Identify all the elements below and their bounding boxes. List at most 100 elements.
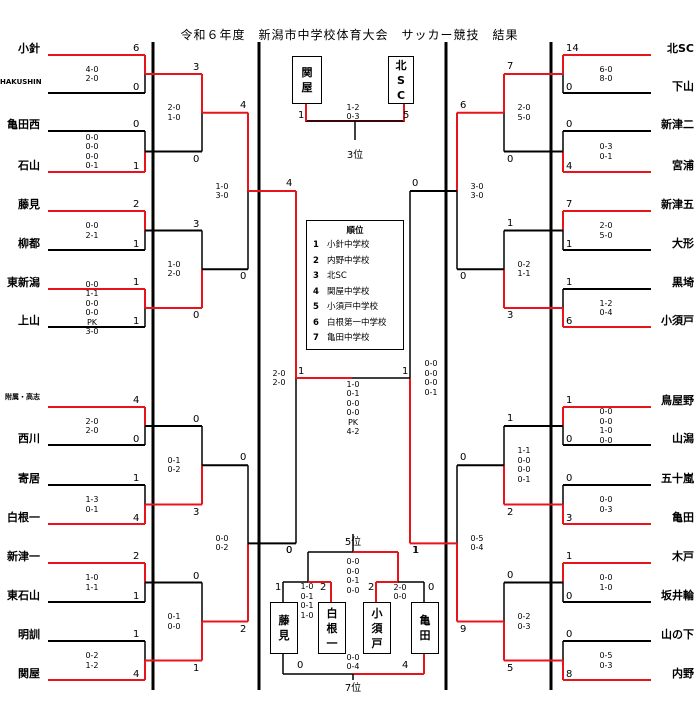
team-name-right: 山潟 bbox=[672, 432, 694, 445]
team-name-right: 亀田 bbox=[672, 511, 694, 524]
round3-score: 6 bbox=[460, 99, 467, 111]
third-place-score: 5 bbox=[403, 110, 410, 121]
fifth-semi-right-a-team: 小須戸 bbox=[371, 606, 383, 650]
round3-score: 0 bbox=[240, 452, 247, 464]
team-name-left: 東石山 bbox=[7, 589, 40, 602]
team-name-right: 山の下 bbox=[661, 628, 694, 641]
team-score: 2 bbox=[133, 551, 140, 562]
fifth-semi-score: 2 bbox=[320, 582, 327, 593]
team-score: 1 bbox=[566, 277, 573, 288]
team-name-right: 五十嵐 bbox=[661, 472, 694, 485]
team-score: 1 bbox=[133, 629, 140, 640]
ranking-rank: 2 bbox=[313, 255, 319, 266]
semi-score: 4 bbox=[286, 178, 293, 189]
team-score: 7 bbox=[566, 199, 573, 210]
fifth-semi-left-b-team: 白根一 bbox=[326, 606, 338, 650]
fifth-place-score: 0 bbox=[286, 545, 293, 556]
fifth-place-label: 5位 bbox=[344, 537, 362, 548]
team-name-left: 明訓 bbox=[18, 628, 40, 641]
round2-score: 5 bbox=[507, 662, 514, 674]
team-score: 1 bbox=[133, 591, 140, 602]
team-name-left: 藤見 bbox=[18, 198, 40, 211]
fifth-semi-score: 1 bbox=[275, 582, 282, 593]
team-score: 0 bbox=[566, 119, 573, 130]
third-place-label: 3位 bbox=[346, 150, 364, 161]
round3-score: 4 bbox=[240, 99, 247, 111]
round2-score: 3 bbox=[193, 506, 200, 518]
team-score: 1 bbox=[133, 316, 140, 327]
ranking-rank: 6 bbox=[313, 317, 319, 328]
round2-score: 3 bbox=[507, 310, 514, 321]
team-name-right: 坂井輪 bbox=[661, 589, 694, 602]
team-name-left: 寄居 bbox=[18, 472, 40, 485]
ranking-team: 小針中学校 bbox=[327, 240, 370, 250]
ranking-item: 4 関屋中学校 bbox=[307, 285, 403, 301]
ranking-rank: 3 bbox=[313, 271, 319, 281]
team-name-left: 柳都 bbox=[18, 237, 40, 250]
ranking-rank: 1 bbox=[313, 240, 319, 250]
fifth-semi-left-a-box: 藤見 bbox=[270, 602, 298, 654]
team-score: 8 bbox=[566, 669, 573, 680]
ranking-rank: 4 bbox=[313, 286, 319, 297]
round2-score: 1 bbox=[193, 662, 200, 674]
round2-score: 2 bbox=[507, 506, 514, 518]
team-score: 1 bbox=[133, 239, 140, 250]
fifth-semi-right-b-team: 亀田 bbox=[419, 614, 431, 642]
team-score: 4 bbox=[133, 669, 140, 680]
round3-score: 2 bbox=[240, 623, 247, 635]
team-score: 6 bbox=[133, 43, 140, 54]
ranking-team: 小須戸中学校 bbox=[327, 302, 379, 312]
third-place-score: 1 bbox=[298, 110, 305, 121]
semi-score: 0 bbox=[286, 545, 293, 557]
team-score: 0 bbox=[566, 473, 573, 484]
round2-score: 0 bbox=[193, 414, 200, 425]
ranking-item: 1 小針中学校 bbox=[307, 238, 403, 254]
ranking-team: 亀田中学校 bbox=[327, 333, 370, 343]
round3-score: 0 bbox=[460, 271, 467, 283]
third-place-left-team: 関屋 bbox=[301, 66, 313, 94]
ranking-team: 関屋中学校 bbox=[327, 286, 370, 297]
team-name-right: 北SC bbox=[667, 42, 694, 55]
ranking-team: 北SC bbox=[327, 271, 347, 281]
team-score: 1 bbox=[566, 551, 573, 562]
round2-score: 7 bbox=[507, 61, 514, 72]
team-score: 14 bbox=[566, 43, 579, 54]
team-name-right: 内野 bbox=[672, 667, 694, 680]
team-score: 1 bbox=[133, 473, 140, 484]
ranking-header: 順位 bbox=[346, 226, 364, 236]
team-name-right: 新津二 bbox=[661, 118, 694, 131]
team-score: 0 bbox=[566, 591, 573, 602]
team-score: 1 bbox=[133, 161, 140, 172]
round3-score: 0 bbox=[240, 271, 247, 283]
team-name-left: 小針 bbox=[18, 42, 40, 55]
page-title: 令和６年度 新潟市中学校体育大会 サッカー競技 結果 bbox=[180, 28, 519, 42]
team-score: 1 bbox=[133, 277, 140, 288]
round2-score: 0 bbox=[193, 570, 200, 582]
ranking-team: 内野中学校 bbox=[327, 255, 370, 266]
final-score: 1 bbox=[402, 366, 409, 377]
semi-score: 1 bbox=[412, 545, 419, 557]
